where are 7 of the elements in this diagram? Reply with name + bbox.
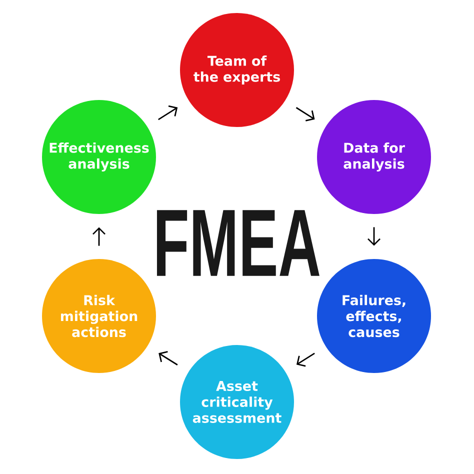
arrow [368,227,380,246]
arrow [158,351,178,366]
arrow [296,107,315,122]
arrow [296,352,315,367]
arrow [92,227,106,246]
arrow [158,105,178,120]
title: FMEA [156,210,320,276]
